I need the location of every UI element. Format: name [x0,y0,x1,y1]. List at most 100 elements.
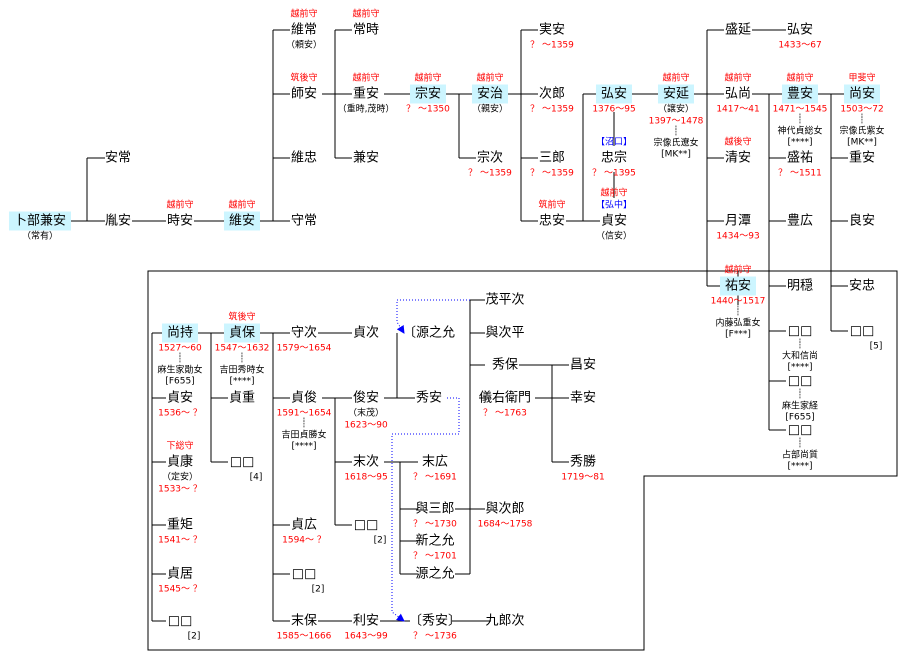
dates-label: 1618～95 [344,472,388,483]
person-name: □□ [787,323,813,339]
dates-label: ？ ～1730 [413,519,457,530]
person-name: 良安 [848,213,876,229]
dates-label: ？ ～1359 [530,104,574,115]
dates-label: 1547～1632 [214,343,270,354]
region-label: 【弘中】 [595,200,633,211]
title-label: 越前守 [724,265,752,276]
adoption-links [391,299,470,622]
code-label: [2] [373,535,387,546]
dates-label: 1579～1654 [276,343,332,354]
person-name: 兼安 [352,150,380,166]
person-name: 貞居 [166,566,194,582]
person-name: 重安 [352,86,380,102]
person-name: 弘尚 [724,86,752,102]
person-name: 秀保 [491,357,519,373]
title-label: 越前守 [662,73,690,84]
dates-label: 1545～ ？ [158,584,202,595]
alt-name: （親安） [471,104,509,115]
person-name: 〔源之允 [402,325,456,341]
lower-block-frame [147,270,898,651]
spouse-connector: ┊ [239,353,245,364]
dates-label: ？ ～1359 [468,168,512,179]
person-name: 時安 [166,213,194,229]
person-name: 〔秀安〕 [408,613,462,629]
person-name: 重矩 [166,517,194,533]
title-label: 下総守 [166,441,194,452]
dates-label: 1623～90 [344,420,388,431]
dates-label: 1417～41 [716,104,760,115]
spouse-name: 占部尚質 [781,450,819,461]
title-label: 越前守 [290,9,318,20]
person-name: 貞重 [228,390,256,406]
person-name: 胤安 [104,213,132,229]
person-name: 新之允 [415,533,455,549]
code-label: [MK**] [847,137,877,148]
alt-name: （定安） [161,472,199,483]
title-label: 筑前守 [538,200,566,211]
person-name: 明穏 [786,278,814,294]
spouse-name: 宗像氏紫女 [839,126,885,137]
person-name: 安延 [657,84,695,104]
spouse-name: 宗像氏遼女 [653,138,699,149]
person-name: 忠宗 [600,150,628,166]
spouse-connector: ┊ [301,418,307,429]
person-name: 尚安 [843,84,881,104]
dates-label: 1527～60 [158,343,202,354]
dates-label: 1440～1517 [710,296,766,307]
title-label: 越前守 [228,200,256,211]
code-label: [****] [787,137,813,148]
dates-label: 1533～ ？ [158,484,202,495]
person-name: 源之允 [415,566,455,582]
title-label: 筑後守 [228,312,256,323]
person-name: 秀安 [415,390,443,406]
person-name: □□ [229,454,255,470]
spouse-connector: ┊ [735,306,741,317]
code-label: [****] [229,376,255,387]
code-label: [2] [311,584,325,595]
spouse-name: 麻生家勛女 [157,365,203,376]
dates-label: ？ ～1395 [592,168,636,179]
person-name: □□ [291,566,317,582]
person-name: 茂平次 [485,292,525,308]
dates-label: 1376～95 [592,104,636,115]
dates-label: 1684～1758 [477,519,533,530]
title-label: 越前守 [600,188,628,199]
person-name: 重安 [848,150,876,166]
person-name: 貞次 [352,325,380,341]
person-name: 師安 [290,86,318,102]
code-label: [2] [187,631,201,642]
person-name: 貞俊 [290,390,318,406]
person-name: 祐安 [719,276,757,296]
person-name: 忠安 [538,213,566,229]
spouse-name: 神代貞総女 [777,126,823,137]
adoption-link [396,299,470,334]
person-name: □□ [849,323,875,339]
spouse-name: 麻生家経 [781,401,819,412]
dates-label: ？ ～1350 [406,104,450,115]
person-name: 三郎 [538,150,566,166]
title-label: 筑後守 [290,73,318,84]
person-name: 貞安 [166,390,194,406]
spouse-name: 内藤弘重女 [715,318,761,329]
dates-label: ？ ～1359 [530,168,574,179]
dates-label: ？ ～1511 [778,168,822,179]
person-name: 與次郎 [485,501,525,517]
title-label: 越前守 [786,73,814,84]
connector-lines [62,29,898,651]
person-name: 貞康 [166,454,194,470]
person-name: 清安 [724,150,752,166]
alt-name: （信安） [595,231,633,242]
code-label: [MK**] [661,149,691,160]
person-name: 維常 [290,22,318,38]
person-name: 末広 [421,454,449,470]
spouse-connector: ┊ [797,438,803,449]
person-name: 俊安 [352,390,380,406]
person-name: 末保 [290,613,318,629]
dates-label: ？ ～1736 [413,631,457,642]
alt-name: （末茂） [347,408,385,419]
dates-label: 1397～1478 [648,116,704,127]
person-name: 盛延 [724,22,752,38]
alt-name: （重時,茂時） [337,104,395,115]
title-label: 越後守 [724,137,752,148]
dates-label: 1433～67 [778,40,822,51]
